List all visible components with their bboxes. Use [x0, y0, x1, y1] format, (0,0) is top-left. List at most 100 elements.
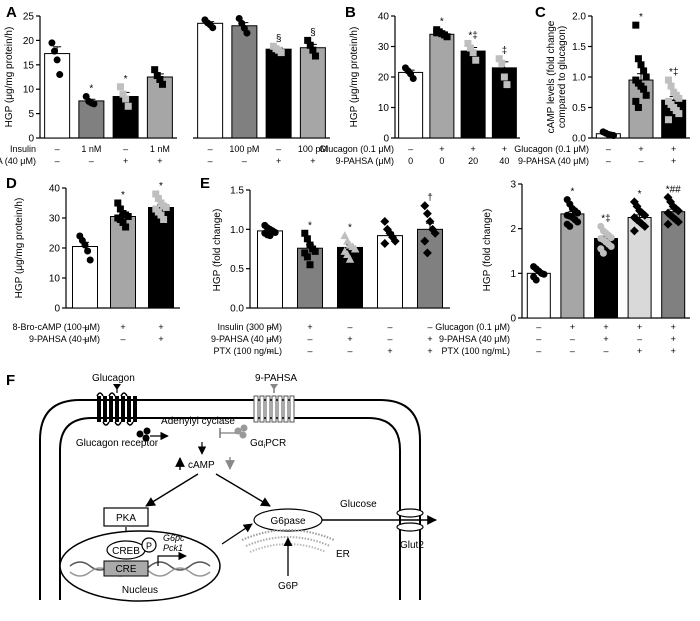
data-point	[243, 29, 251, 37]
data-point	[532, 276, 540, 284]
condition-value: –	[208, 156, 213, 166]
significance-label: *	[348, 223, 352, 234]
glucose-label: Glucose	[340, 499, 377, 510]
data-point	[664, 116, 672, 124]
pka-label: PKA	[116, 513, 136, 524]
condition-value: +	[470, 144, 475, 154]
condition-label: 9-PAHSA (μM)	[335, 156, 394, 166]
condition-label: 9-PAHSA (40 μM)	[29, 334, 100, 344]
data-point	[640, 85, 648, 93]
y-tick-label: 10	[23, 85, 35, 96]
y-tick-label: 1.5	[572, 42, 586, 53]
nucleus-label: Nucleus	[122, 585, 158, 596]
condition-value: –	[82, 334, 87, 344]
condition-value: +	[120, 322, 125, 332]
y-axis-label: HGP (μg/mg protein/h)	[4, 27, 15, 128]
data-point	[503, 81, 511, 89]
bar	[112, 96, 139, 139]
condition-value: –	[208, 144, 213, 154]
cre-box	[103, 560, 149, 577]
data-point	[642, 91, 650, 99]
condition-value: –	[536, 346, 541, 356]
condition-value: –	[276, 144, 281, 154]
condition-value: +	[439, 144, 444, 154]
panel-letter-e: E	[200, 175, 210, 192]
data-point	[599, 249, 607, 257]
y-axis-label: HGP (μg/mg protein/h)	[349, 27, 360, 128]
condition-value: –	[408, 144, 413, 154]
data-point	[311, 52, 319, 60]
significance-label: *##	[666, 184, 681, 195]
condition-value: +	[671, 322, 676, 332]
data-point	[420, 201, 430, 211]
g6p-label: G6P	[278, 581, 298, 592]
data-point	[637, 61, 645, 69]
bar	[429, 33, 455, 139]
data-point	[114, 199, 122, 207]
data-point	[498, 59, 506, 67]
adenylyl-cyclase-label: Adenylyl cyclase	[161, 416, 235, 427]
data-point	[277, 49, 285, 57]
condition-label: PTX (100 ng/mL)	[213, 346, 282, 356]
y-tick-label: 0	[383, 134, 389, 145]
g6pase-label: G6pase	[270, 516, 305, 527]
condition-value: –	[387, 322, 392, 332]
condition-value: –	[570, 334, 575, 344]
significance-label: *‡	[601, 213, 610, 224]
y-tick-label: 1.0	[572, 73, 586, 84]
data-point	[56, 71, 64, 79]
data-point	[634, 55, 642, 63]
phospho-label: P	[146, 541, 152, 551]
panel-letter-f: F	[6, 372, 15, 389]
data-point	[634, 104, 642, 112]
glut2-top	[396, 508, 424, 518]
condition-value: +	[671, 144, 676, 154]
glut2-label: Glut2	[400, 540, 424, 551]
gpcr-label: GαiPCR	[250, 438, 286, 450]
data-point	[469, 49, 477, 57]
data-point	[574, 209, 582, 217]
condition-label: 9-PAHSA (40 μM)	[439, 334, 510, 344]
condition-value: –	[242, 156, 247, 166]
condition-value: +	[427, 346, 432, 356]
pahsa-label: 9-PAHSA	[255, 373, 297, 384]
bar	[78, 100, 105, 139]
data-point	[380, 239, 390, 248]
phospho-circle	[141, 537, 157, 553]
y-tick-label: 20	[49, 244, 61, 255]
g6pc-label: G6pc	[163, 533, 185, 543]
bar	[257, 230, 283, 309]
y-tick-label: 0.0	[572, 134, 586, 145]
y-tick-label: 1.0	[230, 225, 244, 236]
condition-value: 20	[468, 156, 478, 166]
condition-value: 100 pM	[229, 144, 259, 154]
data-point	[124, 102, 132, 110]
condition-value: 40	[499, 156, 509, 166]
condition-value: +	[157, 156, 162, 166]
data-point	[158, 80, 166, 88]
condition-label: 8-Bro-cAMP (100 μM)	[12, 322, 100, 332]
data-point	[116, 83, 124, 91]
data-point	[610, 132, 618, 140]
significance-label: *	[639, 12, 643, 23]
data-point	[380, 217, 390, 226]
condition-value: +	[637, 346, 642, 356]
data-point	[472, 56, 480, 64]
data-point	[675, 94, 683, 102]
y-tick-label: 0	[54, 304, 60, 315]
y-tick-label: 10	[49, 274, 61, 285]
y-tick-label: 15	[23, 60, 35, 71]
condition-label: Insulin (300 pM)	[217, 322, 282, 332]
significance-label: *	[638, 189, 642, 200]
data-point	[443, 33, 451, 41]
y-axis-label: cAMP levels (fold change	[546, 20, 557, 133]
data-point	[663, 219, 673, 229]
data-point	[390, 236, 400, 246]
data-point	[673, 206, 683, 216]
bar	[460, 50, 486, 139]
panel-letter-d: D	[6, 175, 17, 192]
data-point	[675, 110, 683, 118]
data-point	[409, 75, 417, 83]
